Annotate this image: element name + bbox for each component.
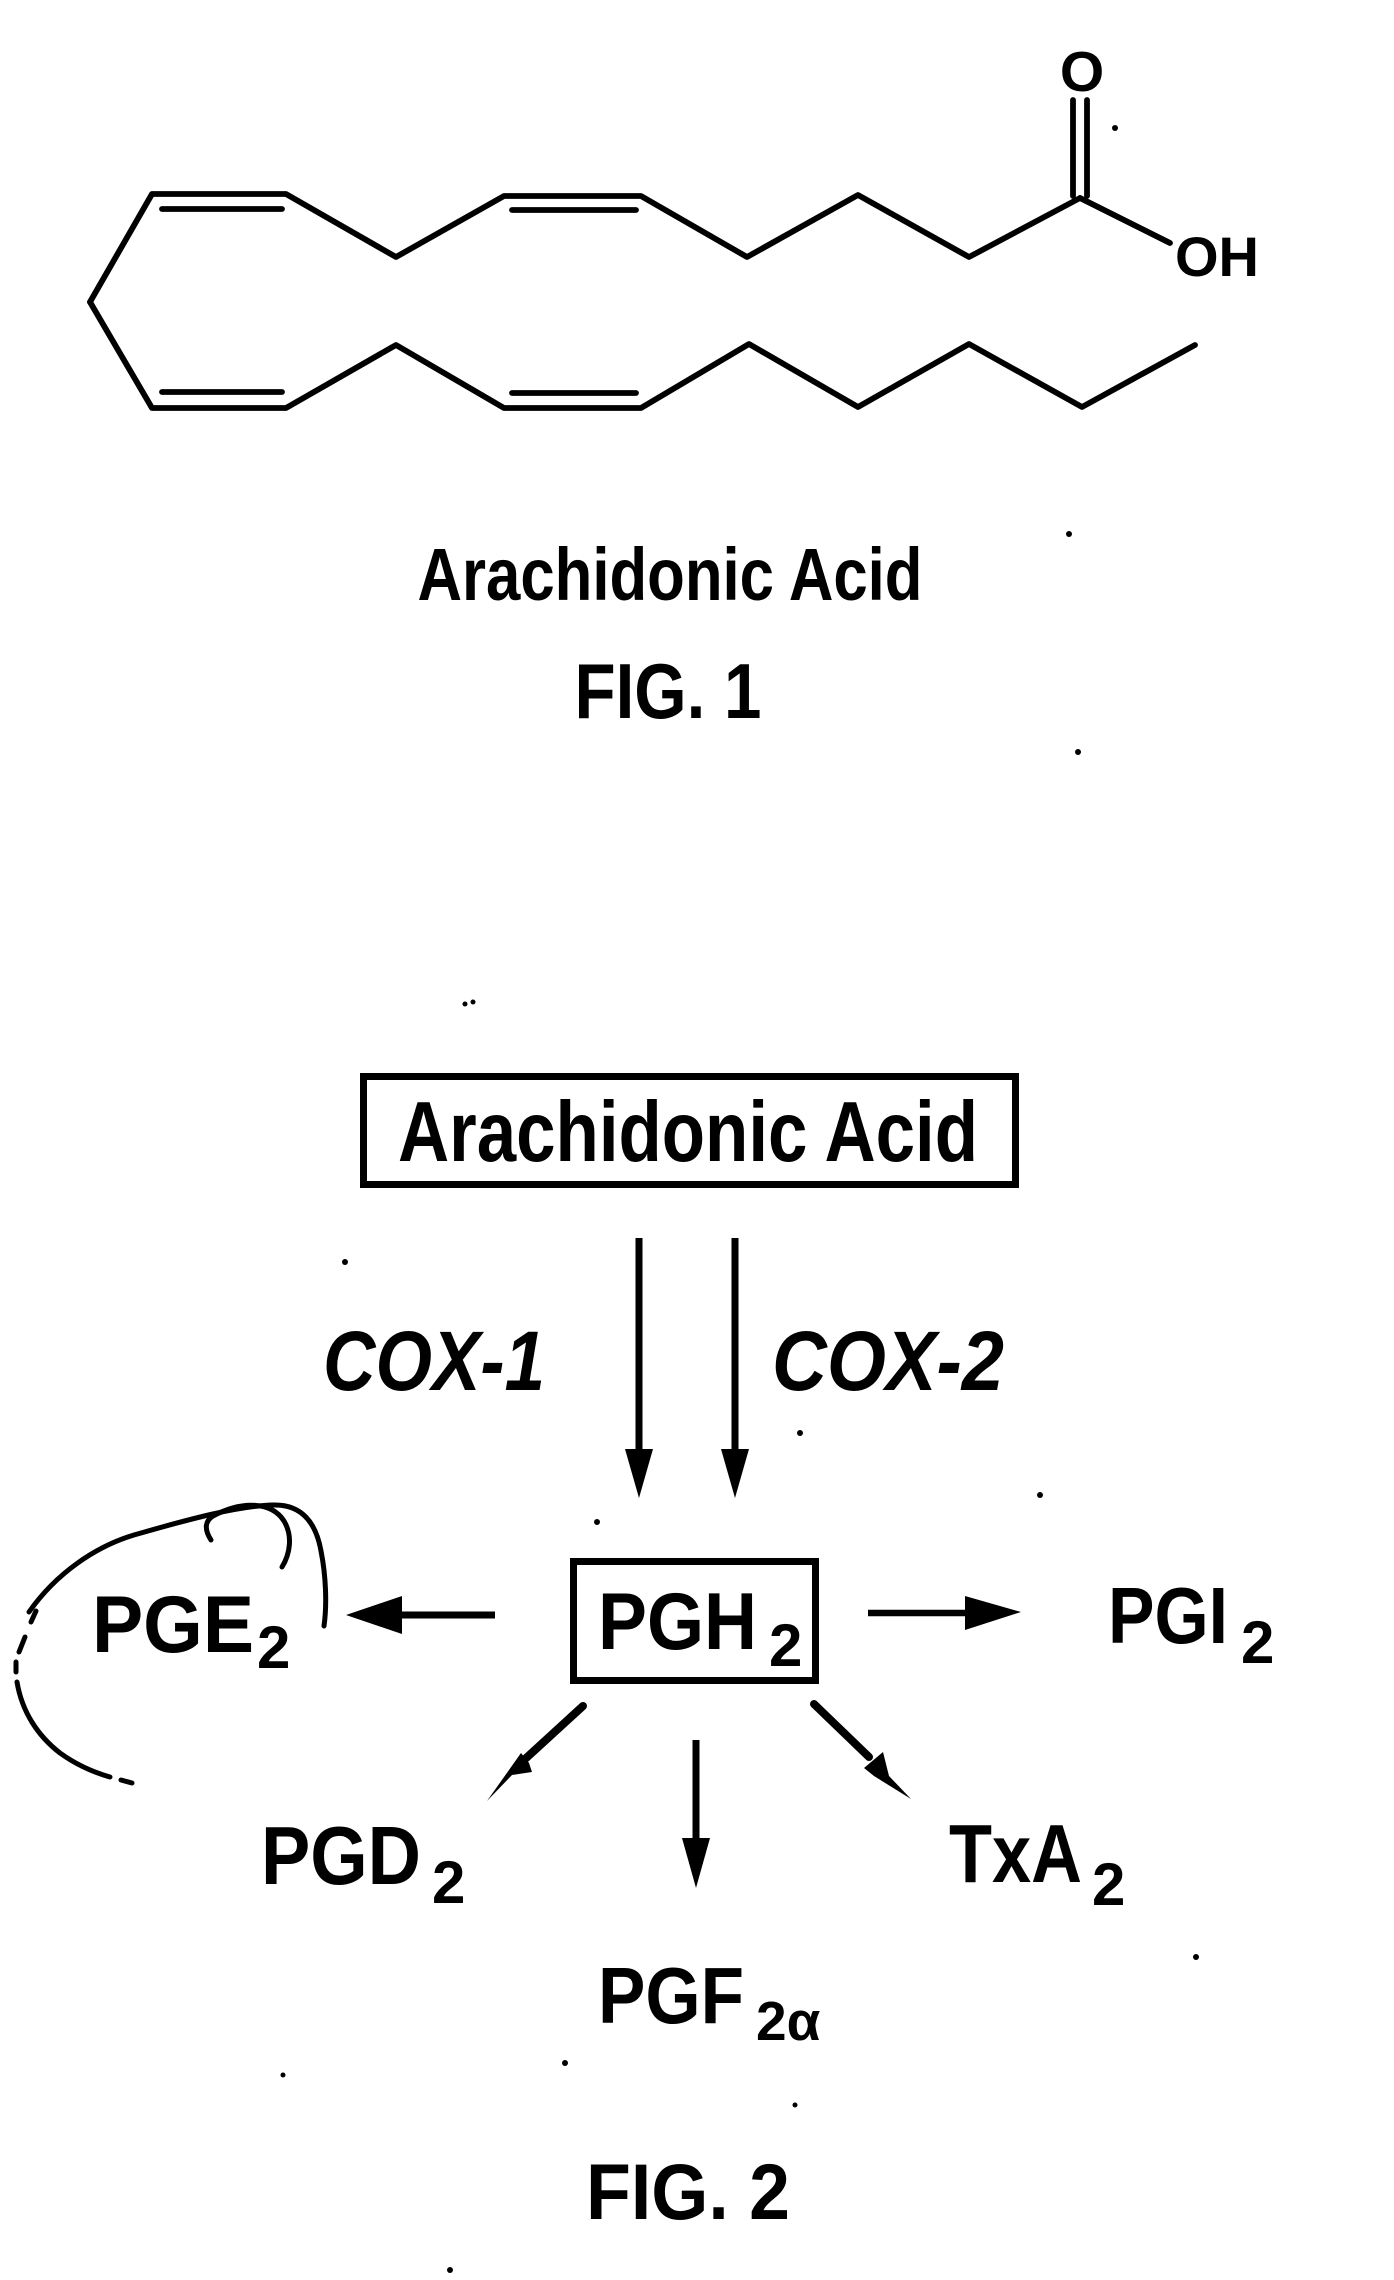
svg-text:OH: OH	[1175, 225, 1259, 288]
svg-text:PGD: PGD	[261, 1809, 421, 1902]
svg-text:2: 2	[769, 1612, 802, 1679]
svg-text:2α: 2α	[756, 1990, 821, 2052]
svg-text:PGF: PGF	[598, 1951, 744, 2040]
svg-text:2: 2	[257, 1614, 290, 1681]
svg-text:2: 2	[432, 1849, 465, 1916]
svg-text:Arachidonic Acid: Arachidonic Acid	[398, 1085, 978, 1180]
svg-text:TxA: TxA	[949, 1807, 1082, 1900]
svg-text:Arachidonic Acid: Arachidonic Acid	[418, 533, 923, 616]
svg-text:PGH: PGH	[598, 1577, 757, 1667]
svg-text:FIG. 1: FIG. 1	[575, 647, 762, 735]
svg-text:PGI: PGI	[1108, 1571, 1228, 1660]
svg-text:FIG. 2: FIG. 2	[586, 2147, 790, 2236]
svg-text:PGE: PGE	[92, 1580, 254, 1670]
svg-text:COX-1: COX-1	[323, 1314, 545, 1408]
svg-text:2: 2	[1092, 1851, 1125, 1918]
svg-text:2: 2	[1241, 1609, 1274, 1676]
svg-text:O: O	[1060, 40, 1104, 104]
svg-text:COX-2: COX-2	[772, 1314, 1004, 1408]
